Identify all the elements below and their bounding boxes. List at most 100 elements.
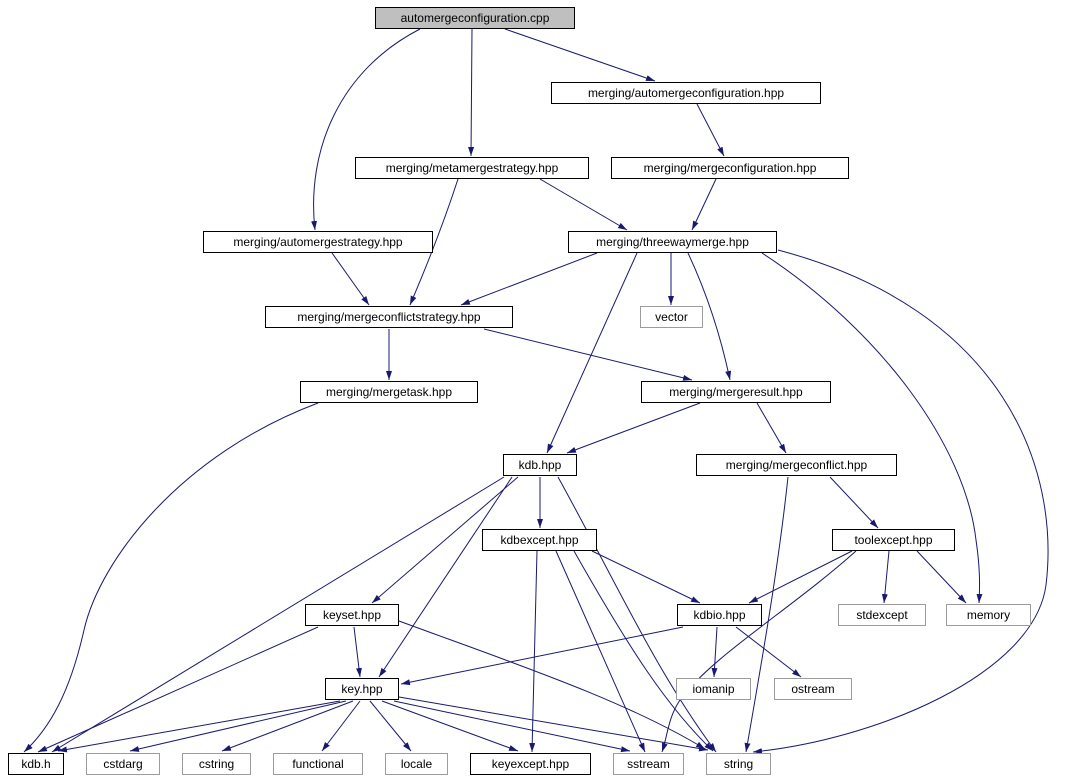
edge-key_hpp-to-kdb_h (57, 700, 341, 753)
edge-keyset_hpp-to-key_hpp (353, 626, 362, 678)
node-label: cstring (198, 757, 235, 771)
node-label: merging/mergeconflictstrategy.hpp (297, 310, 481, 324)
edge-automergeconfiguration_cpp-to-metamergestrategy_hpp (468, 28, 475, 157)
node-mergetask_hpp[interactable]: merging/mergetask.hpp (300, 381, 478, 403)
node-label: keyexcept.hpp (491, 757, 570, 771)
node-label: sstream (627, 757, 670, 771)
node-kdbexcept_hpp[interactable]: kdbexcept.hpp (482, 529, 597, 551)
edge-toolexcept_hpp-to-memory (916, 550, 967, 604)
edge-key_hpp-to-locale (369, 700, 412, 752)
node-label: merging/threewaymerge.hpp (596, 235, 749, 249)
node-string: string (706, 753, 771, 775)
node-keyset_hpp[interactable]: keyset.hpp (305, 604, 399, 626)
node-kdb_hpp[interactable]: kdb.hpp (503, 454, 577, 476)
node-label: stdexcept (856, 608, 908, 622)
node-metamergestrategy_hpp[interactable]: merging/metamergestrategy.hpp (355, 157, 589, 179)
node-sstream: sstream (613, 753, 684, 775)
edge-threewaymerge_hpp-to-kdb_hpp (546, 252, 638, 454)
edge-threewaymerge_hpp-to-mergeresult_hpp (687, 252, 732, 381)
node-automergestrategy_hpp[interactable]: merging/automergestrategy.hpp (203, 231, 433, 253)
edge-key_hpp-to-sstream (393, 700, 631, 753)
edge-key_hpp-to-cstring (221, 700, 354, 752)
node-cstring: cstring (182, 753, 251, 775)
edge-kdbio_hpp-to-key_hpp (400, 626, 684, 686)
edge-threewaymerge_hpp-to-memory (761, 252, 983, 604)
node-label: vector (655, 310, 688, 324)
edge-mergetask_hpp-to-kdb_h (23, 402, 319, 753)
node-toolexcept_hpp[interactable]: toolexcept.hpp (832, 529, 955, 551)
node-label: iomanip (692, 682, 735, 696)
node-label: locale (400, 757, 433, 771)
edge-key_hpp-to-cstdarg (129, 700, 347, 752)
node-automergeconfiguration_hpp[interactable]: merging/automergeconfiguration.hpp (551, 82, 821, 104)
edge-kdbio_hpp-to-ostream (735, 626, 802, 678)
edge-kdb_hpp-to-kdb_h (51, 476, 505, 753)
edge-keyset_hpp-to-kdb_h (37, 626, 319, 753)
node-label: kdb.h (21, 757, 51, 771)
node-label: merging/mergeconfiguration.hpp (643, 161, 817, 175)
node-label: memory (966, 608, 1011, 622)
node-label: key.hpp (341, 682, 383, 696)
node-automergeconfiguration_cpp: automergeconfiguration.cpp (375, 7, 575, 29)
edge-toolexcept_hpp-to-kdbio_hpp (748, 550, 853, 604)
node-mergeresult_hpp[interactable]: merging/mergeresult.hpp (641, 381, 831, 403)
node-key_hpp[interactable]: key.hpp (325, 678, 399, 700)
edge-key_hpp-to-keyexcept_hpp (381, 700, 519, 752)
edge-kdb_hpp-to-keyset_hpp (371, 476, 519, 604)
edge-automergeconfiguration_cpp-to-automergestrategy_hpp (311, 28, 421, 231)
node-label: keyset.hpp (322, 608, 382, 622)
node-kdbio_hpp[interactable]: kdbio.hpp (677, 604, 762, 626)
edge-mergeconfiguration_hpp-to-threewaymerge_hpp (691, 178, 717, 231)
edge-mergeconflict_hpp-to-string (744, 476, 789, 753)
node-label: cstdarg (103, 757, 143, 771)
node-label: kdbio.hpp (693, 608, 746, 622)
node-kdb_h[interactable]: kdb.h (8, 753, 64, 775)
node-label: ostream (791, 682, 835, 696)
node-label: kdbexcept.hpp (500, 533, 579, 547)
node-label: merging/mergeresult.hpp (669, 385, 803, 399)
node-label: merging/automergeconfiguration.hpp (587, 86, 785, 100)
node-label: automergeconfiguration.cpp (400, 11, 550, 25)
edge-threewaymerge_hpp-to-mergeconflictstrategy_hpp (460, 252, 598, 306)
edge-mergeconflictstrategy_hpp-to-mergeresult_hpp (483, 328, 693, 381)
edge-toolexcept_hpp-to-stdexcept (881, 550, 890, 604)
node-threewaymerge_hpp[interactable]: merging/threewaymerge.hpp (568, 231, 777, 253)
edge-mergeresult_hpp-to-mergeconflict_hpp (756, 402, 787, 454)
node-label: merging/mergeconflict.hpp (725, 458, 868, 472)
node-iomanip: iomanip (676, 678, 751, 700)
edge-automergeconfiguration_hpp-to-mergeconfiguration_hpp (696, 103, 725, 157)
edge-toolexcept_hpp-to-sstream (661, 550, 857, 753)
edge-kdb_hpp-to-string (557, 476, 717, 753)
node-functional: functional (273, 753, 363, 775)
node-label: kdb.hpp (518, 458, 562, 472)
node-locale: locale (385, 753, 448, 775)
edge-metamergestrategy_hpp-to-mergeconflictstrategy_hpp (409, 178, 459, 306)
edge-mergeconflict_hpp-to-toolexcept_hpp (829, 476, 879, 529)
node-label: functional (292, 757, 344, 771)
node-label: merging/automergestrategy.hpp (233, 235, 403, 249)
node-mergeconflict_hpp[interactable]: merging/mergeconflict.hpp (696, 454, 897, 476)
node-mergeconfiguration_hpp[interactable]: merging/mergeconfiguration.hpp (611, 157, 849, 179)
edge-kdbexcept_hpp-to-sstream (555, 550, 646, 753)
edge-key_hpp-to-functional (321, 700, 361, 752)
edge-key_hpp-to-string (398, 696, 709, 752)
edge-mergeresult_hpp-to-kdb_hpp (566, 402, 701, 454)
edge-kdb_hpp-to-key_hpp (378, 476, 513, 678)
edge-kdbexcept_hpp-to-kdbio_hpp (591, 550, 701, 604)
edge-automergestrategy_hpp-to-mergeconflictstrategy_hpp (331, 252, 370, 306)
edge-kdbexcept_hpp-to-keyexcept_hpp (529, 550, 538, 753)
node-ostream: ostream (774, 678, 852, 700)
node-cstdarg: cstdarg (86, 753, 160, 775)
edge-threewaymerge_hpp-to-string (752, 249, 1049, 755)
node-label: merging/metamergestrategy.hpp (385, 161, 559, 175)
edge-kdbio_hpp-to-iomanip (711, 626, 718, 678)
node-memory: memory (946, 604, 1031, 626)
edge-keyset_hpp-to-string (398, 620, 706, 750)
node-keyexcept_hpp[interactable]: keyexcept.hpp (470, 753, 591, 775)
node-mergeconflictstrategy_hpp[interactable]: merging/mergeconflictstrategy.hpp (265, 306, 513, 328)
edge-kdbexcept_hpp-to-string (573, 550, 714, 752)
edge-automergeconfiguration_cpp-to-automergeconfiguration_hpp (504, 28, 656, 82)
